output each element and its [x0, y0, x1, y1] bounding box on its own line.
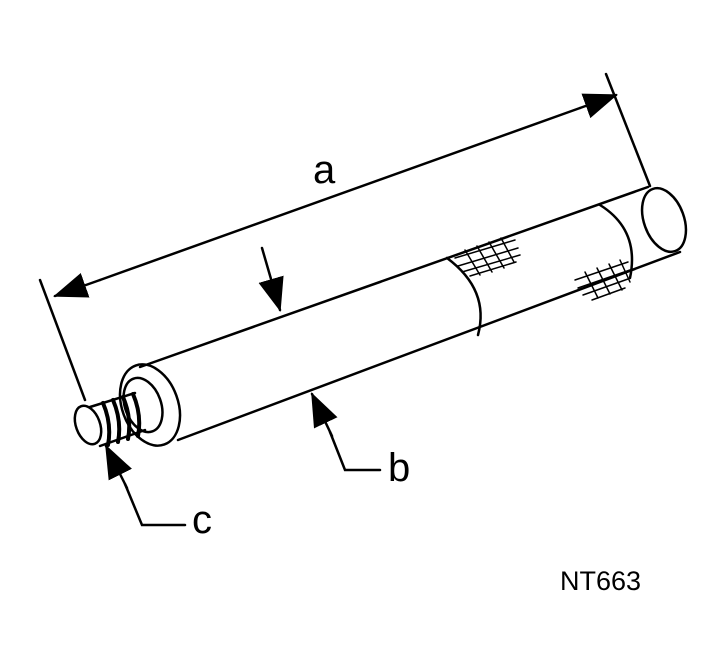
leader-b	[328, 430, 382, 472]
dimension-arrow-right	[578, 93, 618, 119]
arrow-b	[310, 392, 338, 438]
shaft-top-edge	[138, 185, 650, 369]
diameter-arrow	[258, 246, 284, 312]
segment-line-2	[598, 203, 634, 280]
dimension-line-a	[98, 106, 582, 282]
label-c: c	[192, 498, 212, 542]
shaft-flange	[118, 363, 182, 447]
label-a: a	[313, 148, 336, 192]
threaded-stud	[73, 391, 147, 448]
segment-line-1	[445, 256, 482, 337]
arrow-c	[104, 444, 132, 490]
leader-c	[123, 482, 187, 527]
shaft-bottom-edge	[176, 250, 682, 442]
figure-code: NT663	[560, 566, 642, 596]
shaft-end-cap	[640, 186, 688, 254]
label-b: b	[388, 446, 411, 490]
knurl-1	[454, 237, 521, 277]
knurl-2	[574, 259, 631, 301]
extension-line-right	[604, 72, 652, 188]
extension-line-left	[38, 278, 87, 402]
dimension-arrow-left	[53, 273, 102, 298]
